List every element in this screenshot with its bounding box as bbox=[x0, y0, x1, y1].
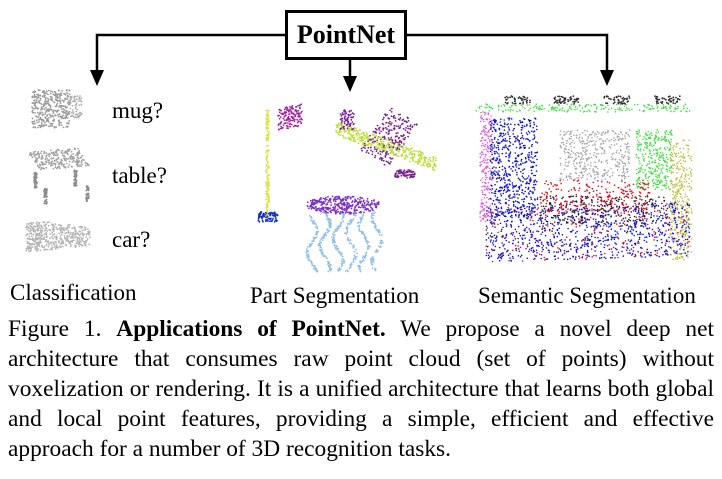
arrowhead-classification bbox=[90, 70, 104, 86]
car-pointcloud bbox=[25, 221, 91, 253]
caption-body: We propose a novel deep net architecture… bbox=[8, 316, 714, 462]
arrowheads bbox=[90, 70, 614, 92]
query-car: car? bbox=[112, 227, 151, 252]
query-mug: mug? bbox=[112, 98, 164, 123]
arrowhead-part bbox=[343, 76, 357, 92]
caption-title: Applications of PointNet. bbox=[116, 316, 386, 342]
query-table: table? bbox=[112, 163, 167, 188]
figure-caption: Figure 1. Applications of PointNet. We p… bbox=[8, 314, 714, 464]
semantic-segmentation-label: Semantic Segmentation bbox=[478, 283, 696, 308]
part-table-pointcloud bbox=[305, 195, 384, 273]
part-segmentation-label: Part Segmentation bbox=[250, 283, 420, 308]
room-scene-pointcloud bbox=[475, 95, 693, 263]
connector-semantic bbox=[407, 33, 609, 72]
table-pointcloud bbox=[28, 147, 90, 205]
classification-label: Classification bbox=[10, 280, 137, 305]
pointnet-box: PointNet bbox=[285, 10, 407, 60]
connector-classification bbox=[95, 33, 285, 72]
arrowhead-semantic bbox=[600, 70, 614, 86]
connector-lines bbox=[95, 33, 609, 78]
airplane-pointcloud bbox=[335, 107, 437, 179]
figure-artwork bbox=[25, 33, 693, 273]
lamp-pointcloud bbox=[257, 103, 303, 223]
caption-prefix: Figure 1. bbox=[8, 316, 102, 342]
mug-pointcloud bbox=[31, 89, 83, 129]
pointnet-label: PointNet bbox=[296, 20, 396, 49]
